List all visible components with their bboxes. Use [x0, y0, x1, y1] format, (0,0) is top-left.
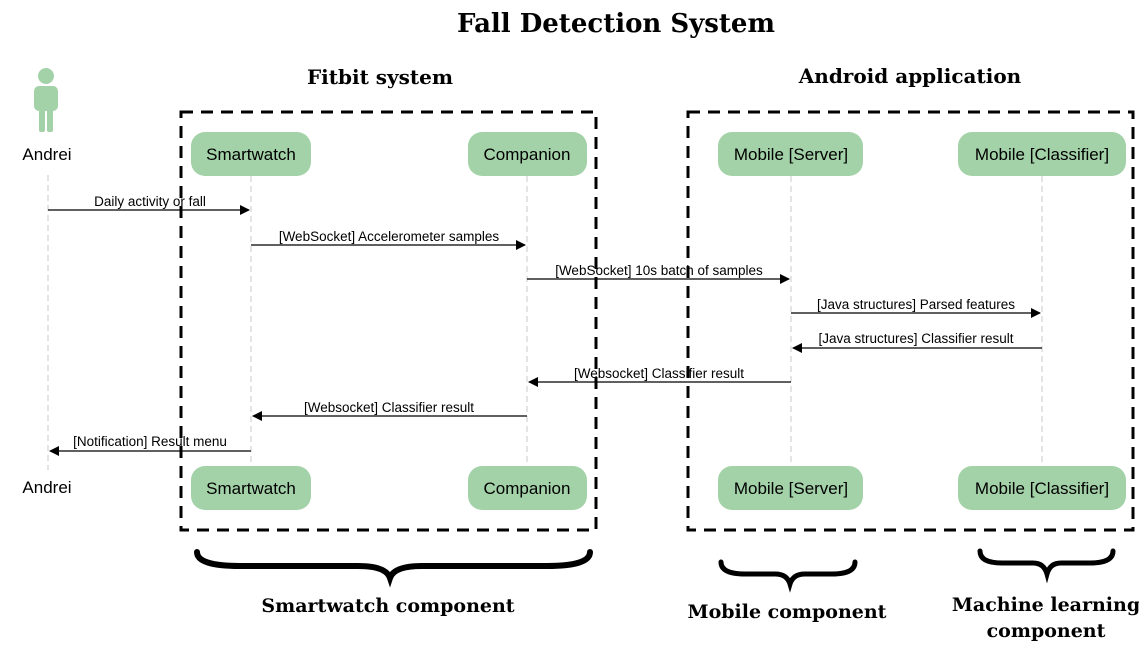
- message-label-1: Daily activity or fall: [94, 194, 206, 209]
- participant-label: Mobile [Server]: [734, 145, 848, 164]
- person-icon: [34, 68, 58, 132]
- component-label-ml-line1: Machine learning: [952, 594, 1139, 616]
- group-box-android: [686, 110, 1135, 532]
- brace-smartwatch: [194, 549, 593, 588]
- message-label-4: [Java structures] Parsed features: [817, 297, 1015, 312]
- participant-label: Companion: [484, 479, 571, 498]
- participant-label: Smartwatch: [206, 145, 296, 164]
- participant-companion-bottom: Companion: [468, 466, 587, 510]
- group-label-android: Android application: [798, 64, 1022, 88]
- group-box-fitbit: [179, 110, 598, 532]
- message-label-5: [Java structures] Classifier result: [818, 331, 1013, 346]
- message-labels: Daily activity or fall [WebSocket] Accel…: [73, 194, 1015, 449]
- participant-mobile-classifier-top: Mobile [Classifier]: [958, 132, 1126, 176]
- participant-label: Companion: [484, 145, 571, 164]
- brace-mobile: [718, 559, 858, 593]
- participant-mobile-server-bottom: Mobile [Server]: [718, 466, 863, 510]
- participant-smartwatch-top: Smartwatch: [191, 132, 311, 176]
- component-label-smartwatch: Smartwatch component: [261, 595, 514, 617]
- message-label-7: [Websocket] Classifier result: [304, 400, 474, 415]
- group-label-fitbit: Fitbit system: [307, 65, 453, 89]
- messages: [48, 205, 1042, 456]
- participant-label: Mobile [Classifier]: [975, 479, 1109, 498]
- component-label-mobile: Mobile component: [688, 601, 887, 623]
- actor-label-top: Andrei: [22, 145, 71, 164]
- actor-label-bottom: Andrei: [22, 478, 71, 497]
- message-label-3: [WebSocket] 10s batch of samples: [555, 263, 763, 278]
- brace-ml: [977, 548, 1116, 584]
- actor-andrei-top: Andrei: [22, 68, 72, 164]
- diagram-title: Fall Detection System: [457, 9, 775, 39]
- message-label-2: [WebSocket] Accelerometer samples: [279, 229, 500, 244]
- participant-companion-top: Companion: [468, 132, 587, 176]
- participant-label: Mobile [Server]: [734, 479, 848, 498]
- participant-smartwatch-bottom: Smartwatch: [191, 466, 311, 510]
- participant-label: Smartwatch: [206, 479, 296, 498]
- lifelines: [47, 175, 1043, 470]
- message-label-8: [Notification] Result menu: [73, 434, 227, 449]
- participant-mobile-classifier-bottom: Mobile [Classifier]: [958, 466, 1126, 510]
- participant-label: Mobile [Classifier]: [975, 145, 1109, 164]
- message-label-6: [Websocket] Classifier result: [574, 366, 744, 381]
- participant-mobile-server-top: Mobile [Server]: [718, 132, 863, 176]
- component-label-ml-line2: component: [987, 620, 1106, 642]
